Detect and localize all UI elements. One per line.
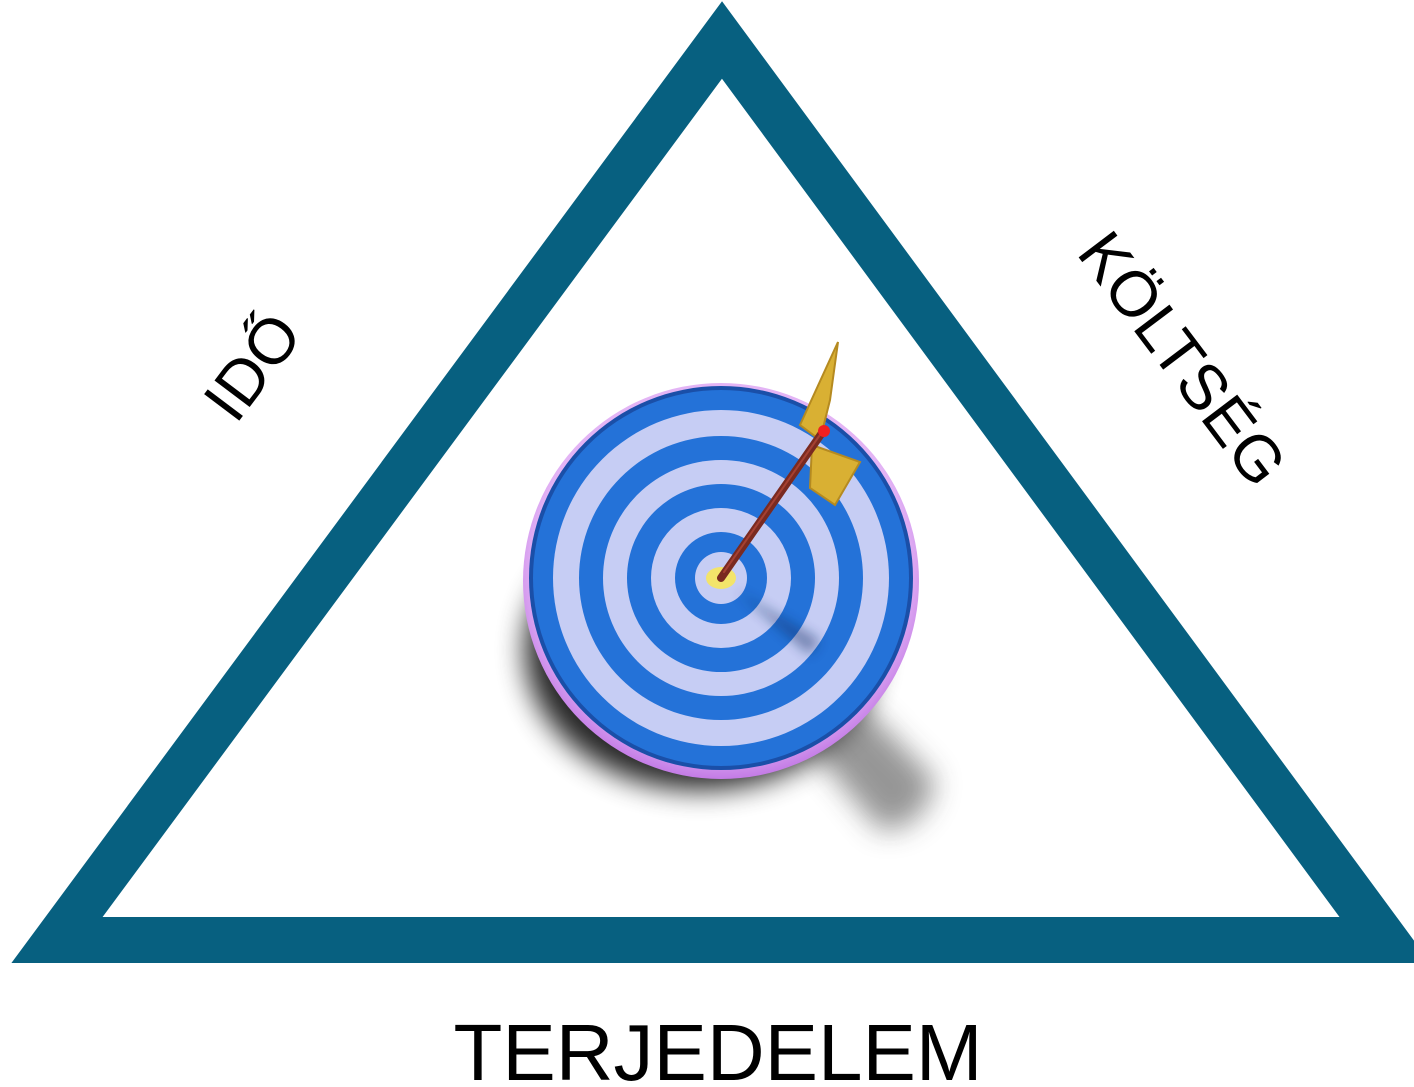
label-time: IDŐ — [189, 300, 315, 434]
label-scope: TERJEDELEM — [454, 1008, 983, 1087]
dart-tip — [818, 425, 830, 437]
dartboard-with-dart-icon — [523, 342, 935, 830]
label-cost: KÖLTSÉG — [1064, 218, 1301, 499]
